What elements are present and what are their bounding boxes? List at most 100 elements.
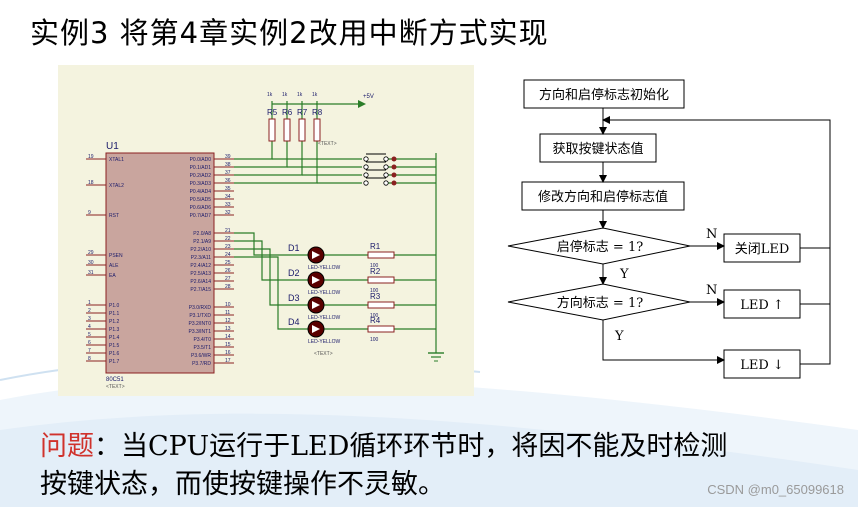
chip-left-pin-number: 19 <box>88 154 94 160</box>
chip-right-pin-number: 24 <box>225 252 231 258</box>
led-arrow <box>312 276 320 284</box>
chip-right-pin-name: P0.0/AD0 <box>190 157 212 163</box>
chip-right-pin-name: P3.3/INT1 <box>188 329 211 335</box>
pullup-value: 1k <box>282 92 288 98</box>
chip-right-pin-number: 11 <box>225 310 230 316</box>
slide-title: 实例3 将第4章实例2改用中断方式实现 <box>30 16 549 50</box>
chip-right-pin-number: 34 <box>225 194 231 200</box>
chip-right-pin-name: P2.1/A9 <box>193 239 211 245</box>
pullup-resistor-body <box>313 118 321 142</box>
problem-label: 问题 <box>40 431 94 462</box>
chip-right-pin-number: 16 <box>225 350 231 356</box>
led-arrow <box>312 301 320 309</box>
chip-right-pin-name: P3.5/T1 <box>193 345 211 351</box>
led-part: LED-YELLOW <box>308 290 341 296</box>
flow-text-init: 方向和启停标志初始化 <box>539 87 669 103</box>
pullup-name: R5 <box>267 108 278 117</box>
flow-text-read-keys: 获取按键状态值 <box>552 141 643 157</box>
flow-label-n2: N <box>706 283 717 298</box>
chip-right-pin-name: P3.0/RXD <box>189 305 212 311</box>
chip-right-pin-number: 12 <box>225 318 231 324</box>
chip-right-pin-name: P2.2/A10 <box>190 247 211 253</box>
chip-right-pin-number: 36 <box>225 178 231 184</box>
power-label: +5V <box>363 94 374 100</box>
series-resistor-value: 100 <box>370 263 379 269</box>
chip-right-pin-name: P3.4/T0 <box>193 337 211 343</box>
chip-right-pin-number: 38 <box>225 162 231 168</box>
flow-text-led-up: LED ↑ <box>740 298 784 313</box>
chip-left-pin-name: P1.4 <box>109 335 120 341</box>
flow-text-modify-flags: 修改方向和启停标志值 <box>538 189 668 205</box>
pullup-resistor-body <box>298 118 306 142</box>
flow-box-led-up <box>723 289 801 319</box>
series-resistor-value: 100 <box>370 288 379 294</box>
pullup-name: R7 <box>297 108 308 117</box>
chip-80c51-body <box>105 152 215 374</box>
led-text: <TEXT> <box>314 351 333 357</box>
chip-right-pin-name: P2.6/A14 <box>190 279 211 285</box>
power-arrow <box>358 100 366 108</box>
switch-contact <box>383 156 389 162</box>
chip-right-pin-name: P3.1/TXD <box>189 313 211 319</box>
chip-right-pin-name: P2.4/A12 <box>190 263 211 269</box>
chip-left-pin-number: 3 <box>88 316 91 322</box>
chip-right-pin-number: 32 <box>225 210 231 216</box>
pullup-name: R8 <box>312 108 323 117</box>
chip-right-pin-number: 13 <box>225 326 231 332</box>
schematic-wires <box>234 101 437 330</box>
chip-right-pin-name: P2.3/A11 <box>191 255 211 261</box>
chip-right-pin-name: P3.2/INT0 <box>188 321 211 327</box>
chip-left-pin-number: 1 <box>88 300 91 306</box>
led-part: LED-YELLOW <box>308 339 341 345</box>
pullup-text: <TEXT> <box>318 141 337 147</box>
chip-right-pin-number: 37 <box>225 170 231 176</box>
pullup-name: R6 <box>282 108 293 117</box>
flow-label-n1: N <box>706 227 717 242</box>
led-array: D1LED-YELLOWR1100D2LED-YELLOWR2100D3LED-… <box>288 242 395 357</box>
chip-left-pin-name: XTAL2 <box>109 183 124 189</box>
chip-right-pin-name: P0.1/AD1 <box>190 165 212 171</box>
chip-right-pin-number: 28 <box>225 284 231 290</box>
led-arrow <box>312 325 320 333</box>
ground-symbol <box>428 305 444 362</box>
flow-box-close-led <box>723 233 801 263</box>
flow-text-direction: 方向标志 = 1? <box>557 295 643 311</box>
push-buttons <box>363 153 397 186</box>
chip-left-pin-name: P1.5 <box>109 343 120 349</box>
series-resistor-name: R3 <box>370 292 381 301</box>
series-resistor-value: 100 <box>370 337 379 343</box>
pullup-value: 1k <box>297 92 303 98</box>
series-resistor-value: 100 <box>370 313 379 319</box>
flow-box-read-keys <box>539 133 657 163</box>
chip-text: <TEXT> <box>106 384 125 390</box>
chip-right-pin-number: 35 <box>225 186 231 192</box>
program-flowchart: 方向和启停标志初始化 获取按键状态值 修改方向和启停标志值 启停标志 = 1? … <box>507 79 831 379</box>
problem-text-1: ：当CPU运行于LED循环环节时，将因不能及时检测 <box>94 431 728 462</box>
chip-left-pin-name: P1.1 <box>109 311 120 317</box>
watermark: CSDN @m0_65099618 <box>707 482 844 497</box>
switch-junction <box>391 164 397 170</box>
chip-right-pin-name: P0.5/AD5 <box>190 197 212 203</box>
pullup-value: 1k <box>312 92 318 98</box>
flow-label-y2: Y <box>614 329 624 344</box>
chip-right-pin-number: 27 <box>225 276 231 282</box>
chip-right-pin-number: 39 <box>225 154 231 160</box>
led-name: D2 <box>288 268 300 278</box>
series-resistor-name: R2 <box>370 267 381 276</box>
chip-left-pin-number: 2 <box>88 308 91 314</box>
series-resistor-name: R1 <box>370 242 381 251</box>
led-arrow <box>312 251 320 259</box>
led-name: D3 <box>288 293 300 303</box>
led-name: D1 <box>288 243 300 253</box>
chip-right-pin-number: 26 <box>225 268 231 274</box>
switch-contact <box>363 180 369 186</box>
chip-right-pin-number: 22 <box>225 236 231 242</box>
problem-text-2: 按键状态，而使按键操作不灵敏。 <box>40 469 445 500</box>
chip-right-pin-number: 25 <box>225 260 231 266</box>
chip-left-pin-number: 7 <box>88 348 91 354</box>
chip-left-pin-name: P1.3 <box>109 327 120 333</box>
chip-left-pin-name: XTAL1 <box>109 157 124 163</box>
